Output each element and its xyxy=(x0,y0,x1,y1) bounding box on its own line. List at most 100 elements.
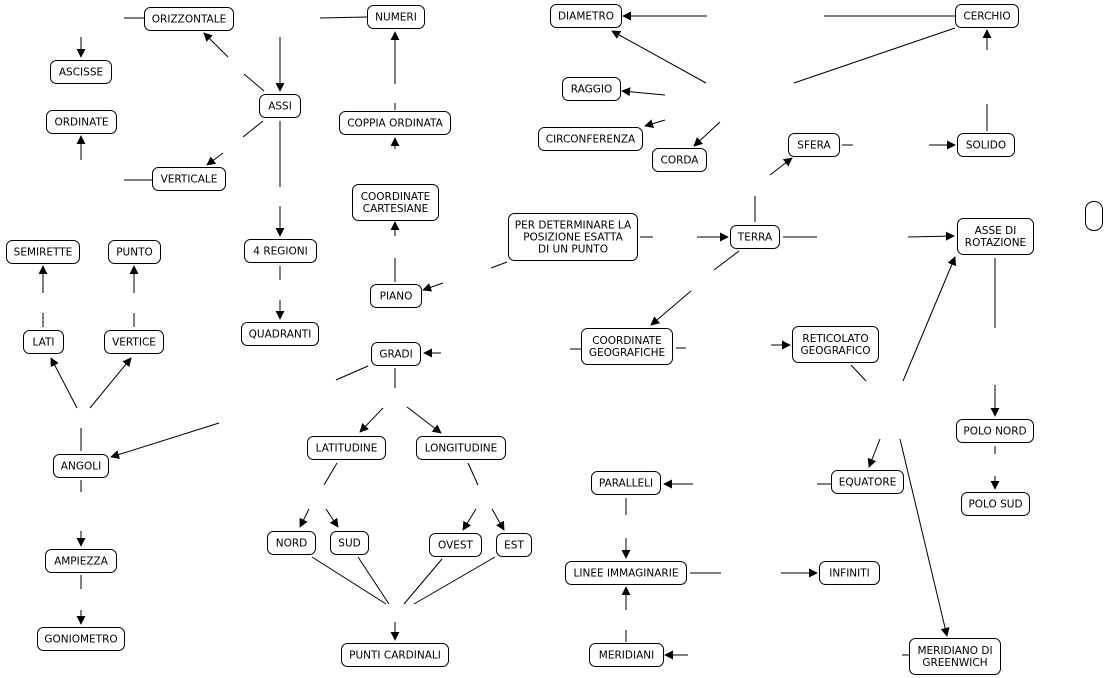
concept-box xyxy=(6,240,80,264)
concept-box xyxy=(46,110,117,134)
concept-label: COPPIA ORDINATA xyxy=(347,118,443,130)
relation-arrow xyxy=(644,119,666,128)
concept-node-verticale: VERTICALE xyxy=(152,167,226,191)
concept-label: COORDINATE xyxy=(361,191,431,203)
concept-box xyxy=(371,342,421,366)
concept-label: VERTICE xyxy=(112,337,156,349)
concept-node-angoli: ANGOLI xyxy=(53,454,109,478)
concept-node-corda: CORDA xyxy=(652,148,707,172)
concept-label: LATITUDINE xyxy=(316,443,378,455)
concept-label: COORDINATE xyxy=(592,335,662,347)
concept-box xyxy=(108,240,161,264)
relation-arrow xyxy=(89,357,132,409)
concept-label: EQUATORE xyxy=(839,477,897,489)
concept-node-goniometro: GONIOMETRO xyxy=(37,627,125,651)
concept-box xyxy=(550,4,622,28)
concept-box xyxy=(652,148,707,172)
concept-box xyxy=(961,492,1030,516)
concept-label: CARTESIANE xyxy=(363,203,429,215)
relation-arrow xyxy=(621,87,666,97)
relation-line xyxy=(403,558,443,605)
concept-box xyxy=(259,94,301,118)
concept-label: GRADI xyxy=(379,349,412,361)
concept-label: NORD xyxy=(276,538,308,550)
concept-box xyxy=(831,470,904,494)
concept-box xyxy=(241,322,319,346)
concept-label: RAGGIO xyxy=(571,84,613,96)
concept-label: OVEST xyxy=(438,540,474,552)
concept-node-infiniti: INFINITI xyxy=(819,561,880,585)
relation-arrow xyxy=(907,231,955,241)
concept-label: LINEE IMMAGINARIE xyxy=(574,568,679,580)
concept-node-equatore: EQUATORE xyxy=(831,470,904,494)
concept-node-nord: NORD xyxy=(267,531,316,555)
concept-label: CORDA xyxy=(661,155,700,167)
concept-node-numeri: NUMERI xyxy=(367,5,425,29)
concept-box xyxy=(367,5,425,29)
relation-line xyxy=(713,250,740,271)
relation-line xyxy=(243,73,265,92)
concept-box xyxy=(496,533,532,557)
relation-line xyxy=(467,462,479,486)
concept-node-semirette: SEMIRETTE xyxy=(6,240,80,264)
concept-label: SEMIRETTE xyxy=(14,247,73,259)
concept-label: GEOGRAFICO xyxy=(801,345,871,357)
relation-arrow xyxy=(867,438,881,468)
concept-label: GONIOMETRO xyxy=(44,634,117,646)
concept-box xyxy=(244,239,317,263)
concept-label: ASSI xyxy=(268,101,292,113)
concept-node-sfera: SFERA xyxy=(788,133,840,157)
concept-box xyxy=(909,638,1001,675)
concept-box xyxy=(730,225,780,249)
concept-box xyxy=(562,77,621,101)
concept-node-linee-immaginarie: LINEE IMMAGINARIE xyxy=(565,561,687,585)
concept-box xyxy=(956,419,1034,443)
concept-label: TERRA xyxy=(737,232,773,244)
relation-arrow xyxy=(110,422,220,459)
concept-box xyxy=(538,127,643,151)
relation-line xyxy=(357,556,390,605)
relation-arrow xyxy=(203,32,229,58)
concept-box xyxy=(589,643,664,667)
concept-label: RETICOLATO xyxy=(802,333,868,345)
concept-label: ASCISSE xyxy=(59,67,103,79)
concept-node-assi: ASSI xyxy=(259,94,301,118)
relation-line xyxy=(850,364,867,382)
concept-node-paralleli: PARALLELI xyxy=(591,471,661,495)
concept-node-meridiani: MERIDIANI xyxy=(589,643,664,667)
concept-box xyxy=(957,218,1034,255)
concept-label: ORDINATE xyxy=(54,117,108,129)
relation-arrow xyxy=(299,508,310,528)
concept-box xyxy=(955,4,1019,28)
concept-box xyxy=(1085,201,1103,231)
relation-arrow xyxy=(462,508,477,531)
concept-label: INFINITI xyxy=(829,568,870,580)
concept-node-blank-node xyxy=(1085,201,1103,231)
concept-label: GEOGRAFICHE xyxy=(589,347,665,359)
concept-box xyxy=(352,184,439,221)
concept-box xyxy=(788,133,840,157)
relation-line xyxy=(311,556,387,605)
concept-node-piano: PIANO xyxy=(370,284,422,308)
relation-lines xyxy=(38,11,1000,660)
relation-arrow xyxy=(899,438,950,637)
concept-box xyxy=(104,330,164,354)
concept-box xyxy=(330,531,369,555)
relation-line xyxy=(319,16,368,19)
concept-label: CERCHIO xyxy=(963,11,1010,23)
concept-node-coppia-ordinata: COPPIA ORDINATA xyxy=(339,111,451,135)
concept-node-quattro-regioni: 4 REGIONI xyxy=(244,239,317,263)
concept-box xyxy=(307,436,386,460)
concept-label: GREENWICH xyxy=(922,657,987,669)
concept-node-ovest: OVEST xyxy=(429,533,482,557)
concept-node-latitudine: LATITUDINE xyxy=(307,436,386,460)
concept-node-sud: SUD xyxy=(330,531,369,555)
concept-label: NUMERI xyxy=(375,12,417,24)
concept-label: DIAMETRO xyxy=(558,11,614,23)
